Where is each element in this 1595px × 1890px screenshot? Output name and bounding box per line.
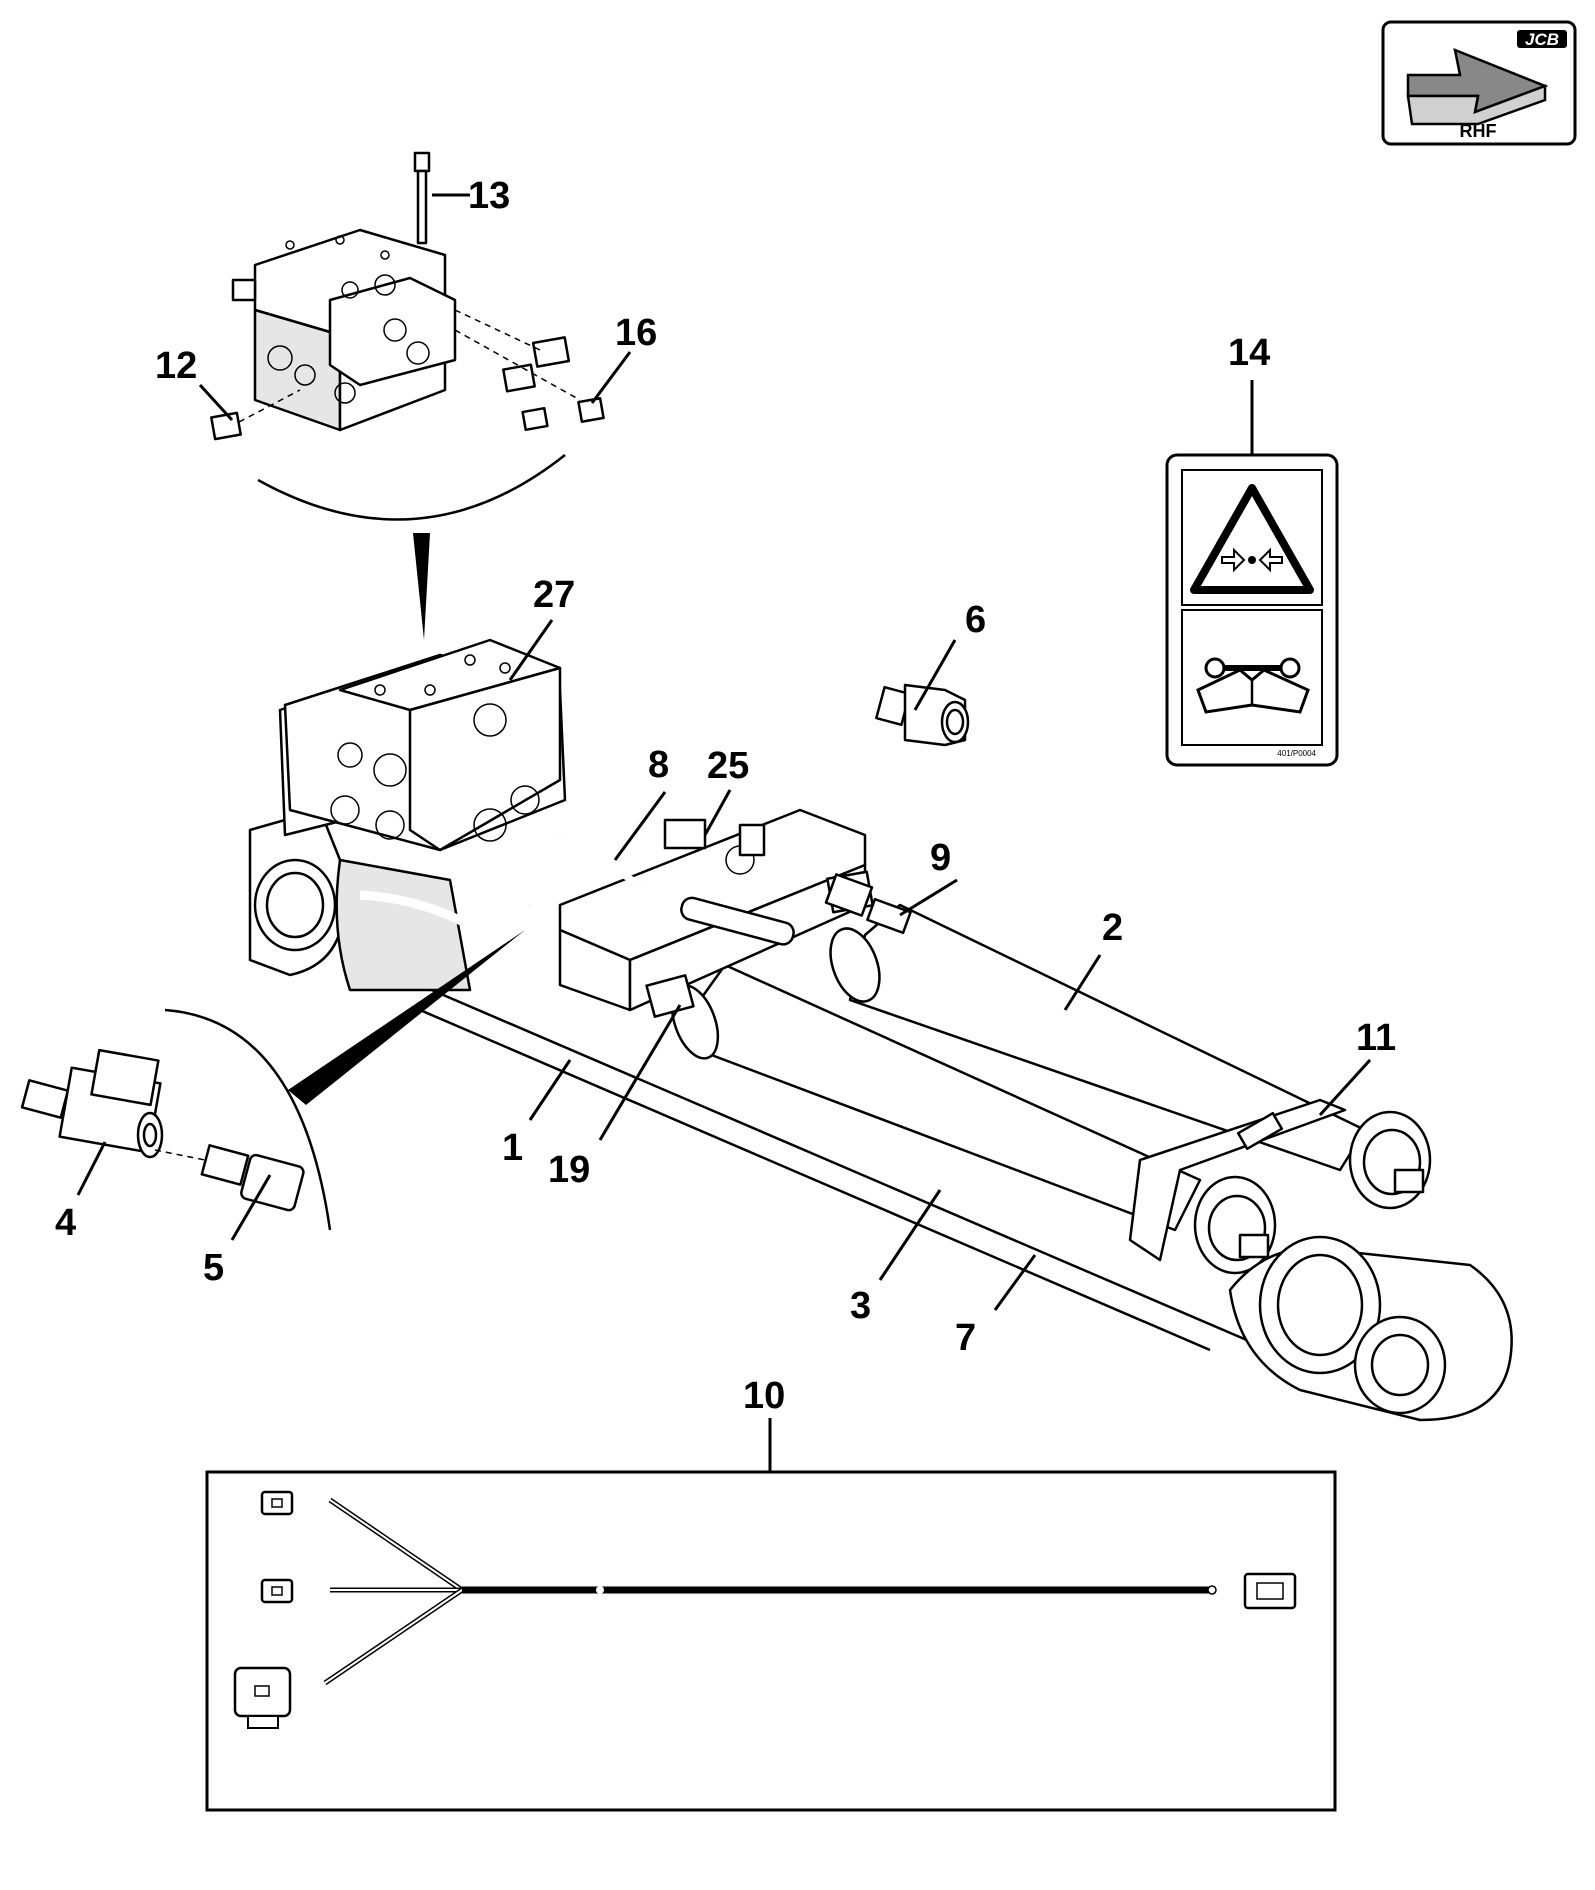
callout-11: 11 <box>1356 1017 1396 1059</box>
direction-arrow-icon <box>1406 47 1549 126</box>
jcb-logo <box>1517 30 1567 48</box>
part-5-sensor <box>154 1144 305 1212</box>
connector-1 <box>260 1490 294 1516</box>
callout-4: 4 <box>55 1202 76 1244</box>
callout-6: 6 <box>965 599 986 641</box>
wiring-harness <box>205 1470 1337 1812</box>
rod-eye-end <box>1228 1235 1513 1422</box>
callout-10: 10 <box>743 1375 785 1417</box>
part-6-fitting <box>875 683 970 747</box>
callout-7: 7 <box>955 1317 976 1359</box>
callout-8: 8 <box>648 744 669 786</box>
callout-19: 19 <box>548 1149 590 1191</box>
badge-label: RHF <box>1460 121 1497 141</box>
callout-5: 5 <box>203 1247 224 1289</box>
callout-3: 3 <box>850 1285 871 1327</box>
callout-25: 25 <box>707 745 749 787</box>
callout-16: 16 <box>615 312 657 354</box>
orientation-badge: JCB RHF <box>1381 20 1577 146</box>
connector-3 <box>233 1666 292 1729</box>
detail-pointer <box>413 533 430 640</box>
decal-code: 401/P0004 <box>1277 749 1316 758</box>
cylinder-assembly <box>248 638 1513 1422</box>
sensor-detail <box>20 930 525 1231</box>
connector-4 <box>1243 1572 1297 1610</box>
leader-lines <box>76 193 1372 1472</box>
callout-12: 12 <box>155 345 197 387</box>
callout-27: 27 <box>533 574 575 616</box>
sensor-pointer <box>288 930 525 1105</box>
valve-block-detail <box>210 151 605 640</box>
safety-decal: 401/P0004 <box>1165 453 1339 767</box>
connector-2 <box>260 1578 294 1604</box>
callouts: 13 12 16 14 27 6 8 25 9 2 11 1 19 3 7 10… <box>55 175 1396 1417</box>
callout-2: 2 <box>1102 907 1123 949</box>
callout-9: 9 <box>930 837 951 879</box>
valve-block-27 <box>278 638 567 852</box>
callout-1: 1 <box>502 1127 523 1169</box>
service-manual-icon <box>1196 657 1310 714</box>
callout-13: 13 <box>468 175 510 217</box>
part-4-solenoid <box>20 1048 164 1159</box>
jcb-logo-text: JCB <box>1525 30 1559 49</box>
crush-hazard-warning-icon <box>1190 484 1314 594</box>
fitting-group-right <box>454 309 605 432</box>
callout-14: 14 <box>1228 332 1270 374</box>
